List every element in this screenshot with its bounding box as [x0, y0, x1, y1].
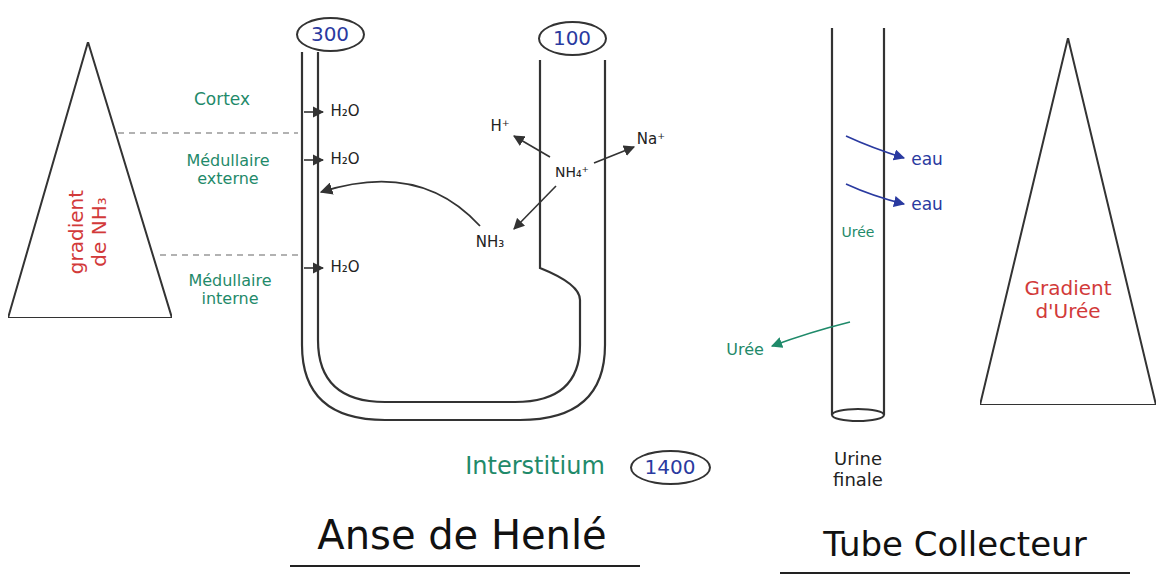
triangle-outline — [8, 42, 172, 318]
ammonia-arrow — [514, 186, 556, 229]
water-arrow — [846, 136, 904, 158]
ion-name: NH₄⁺ — [555, 164, 589, 180]
sodium-arrow — [594, 147, 634, 163]
molecule-name: eau — [911, 150, 943, 170]
loop-inner-wall — [318, 52, 580, 402]
osmolarity-value: 100 — [553, 27, 591, 50]
zone-name: Médullaire interne — [174, 272, 286, 309]
triangle-outline — [980, 38, 1156, 405]
triangle-outline — [8, 42, 172, 318]
ammonia-recycle-arrow — [321, 182, 480, 226]
water-arrow — [304, 267, 323, 269]
osmolarity-value: 1400 — [645, 456, 696, 479]
gradient-triangle: gradient de NH₃ — [8, 42, 172, 318]
title-underline — [780, 572, 1130, 574]
molecule-name: Urée — [842, 224, 875, 240]
proton-arrow — [514, 136, 550, 157]
triangle-outline — [980, 38, 1156, 405]
title-underline — [290, 565, 640, 567]
molecule-name: H₂O — [330, 103, 359, 120]
osmolarity-value: 300 — [311, 23, 349, 46]
zone-name: Cortex — [194, 90, 250, 110]
urea-arrow — [772, 322, 850, 346]
duct-wall — [831, 28, 833, 415]
water-arrow — [304, 159, 323, 161]
molecule-name: eau — [911, 195, 943, 215]
region-name: Interstitium — [465, 453, 605, 481]
zone-separator — [118, 132, 298, 134]
gradient-triangle: Gradient d'Urée — [980, 38, 1156, 405]
figure-title: Tube Collecteur — [823, 525, 1086, 564]
zone-separator — [160, 254, 298, 256]
zone-name: Médullaire externe — [172, 152, 284, 189]
water-arrow — [846, 184, 904, 204]
gradient-label: gradient de NH₃ — [65, 177, 111, 287]
duct-opening — [832, 409, 884, 421]
loop-outer-wall — [302, 52, 605, 420]
value-oval: 300 — [296, 17, 365, 52]
output-name: Urine finale — [808, 449, 908, 490]
water-arrow — [304, 111, 323, 113]
molecule-name: NH₃ — [476, 234, 505, 251]
molecule-name: H₂O — [330, 151, 359, 168]
value-oval: 1400 — [630, 450, 711, 485]
figure-title: Anse de Henlé — [317, 512, 606, 558]
molecule-name: Urée — [726, 341, 764, 359]
value-oval: 100 — [538, 21, 607, 56]
molecule-name: H₂O — [330, 259, 359, 276]
duct-wall — [883, 28, 885, 415]
ion-name: Na⁺ — [637, 131, 665, 148]
gradient-label: Gradient d'Urée — [1018, 277, 1118, 323]
ion-name: H⁺ — [490, 118, 509, 135]
